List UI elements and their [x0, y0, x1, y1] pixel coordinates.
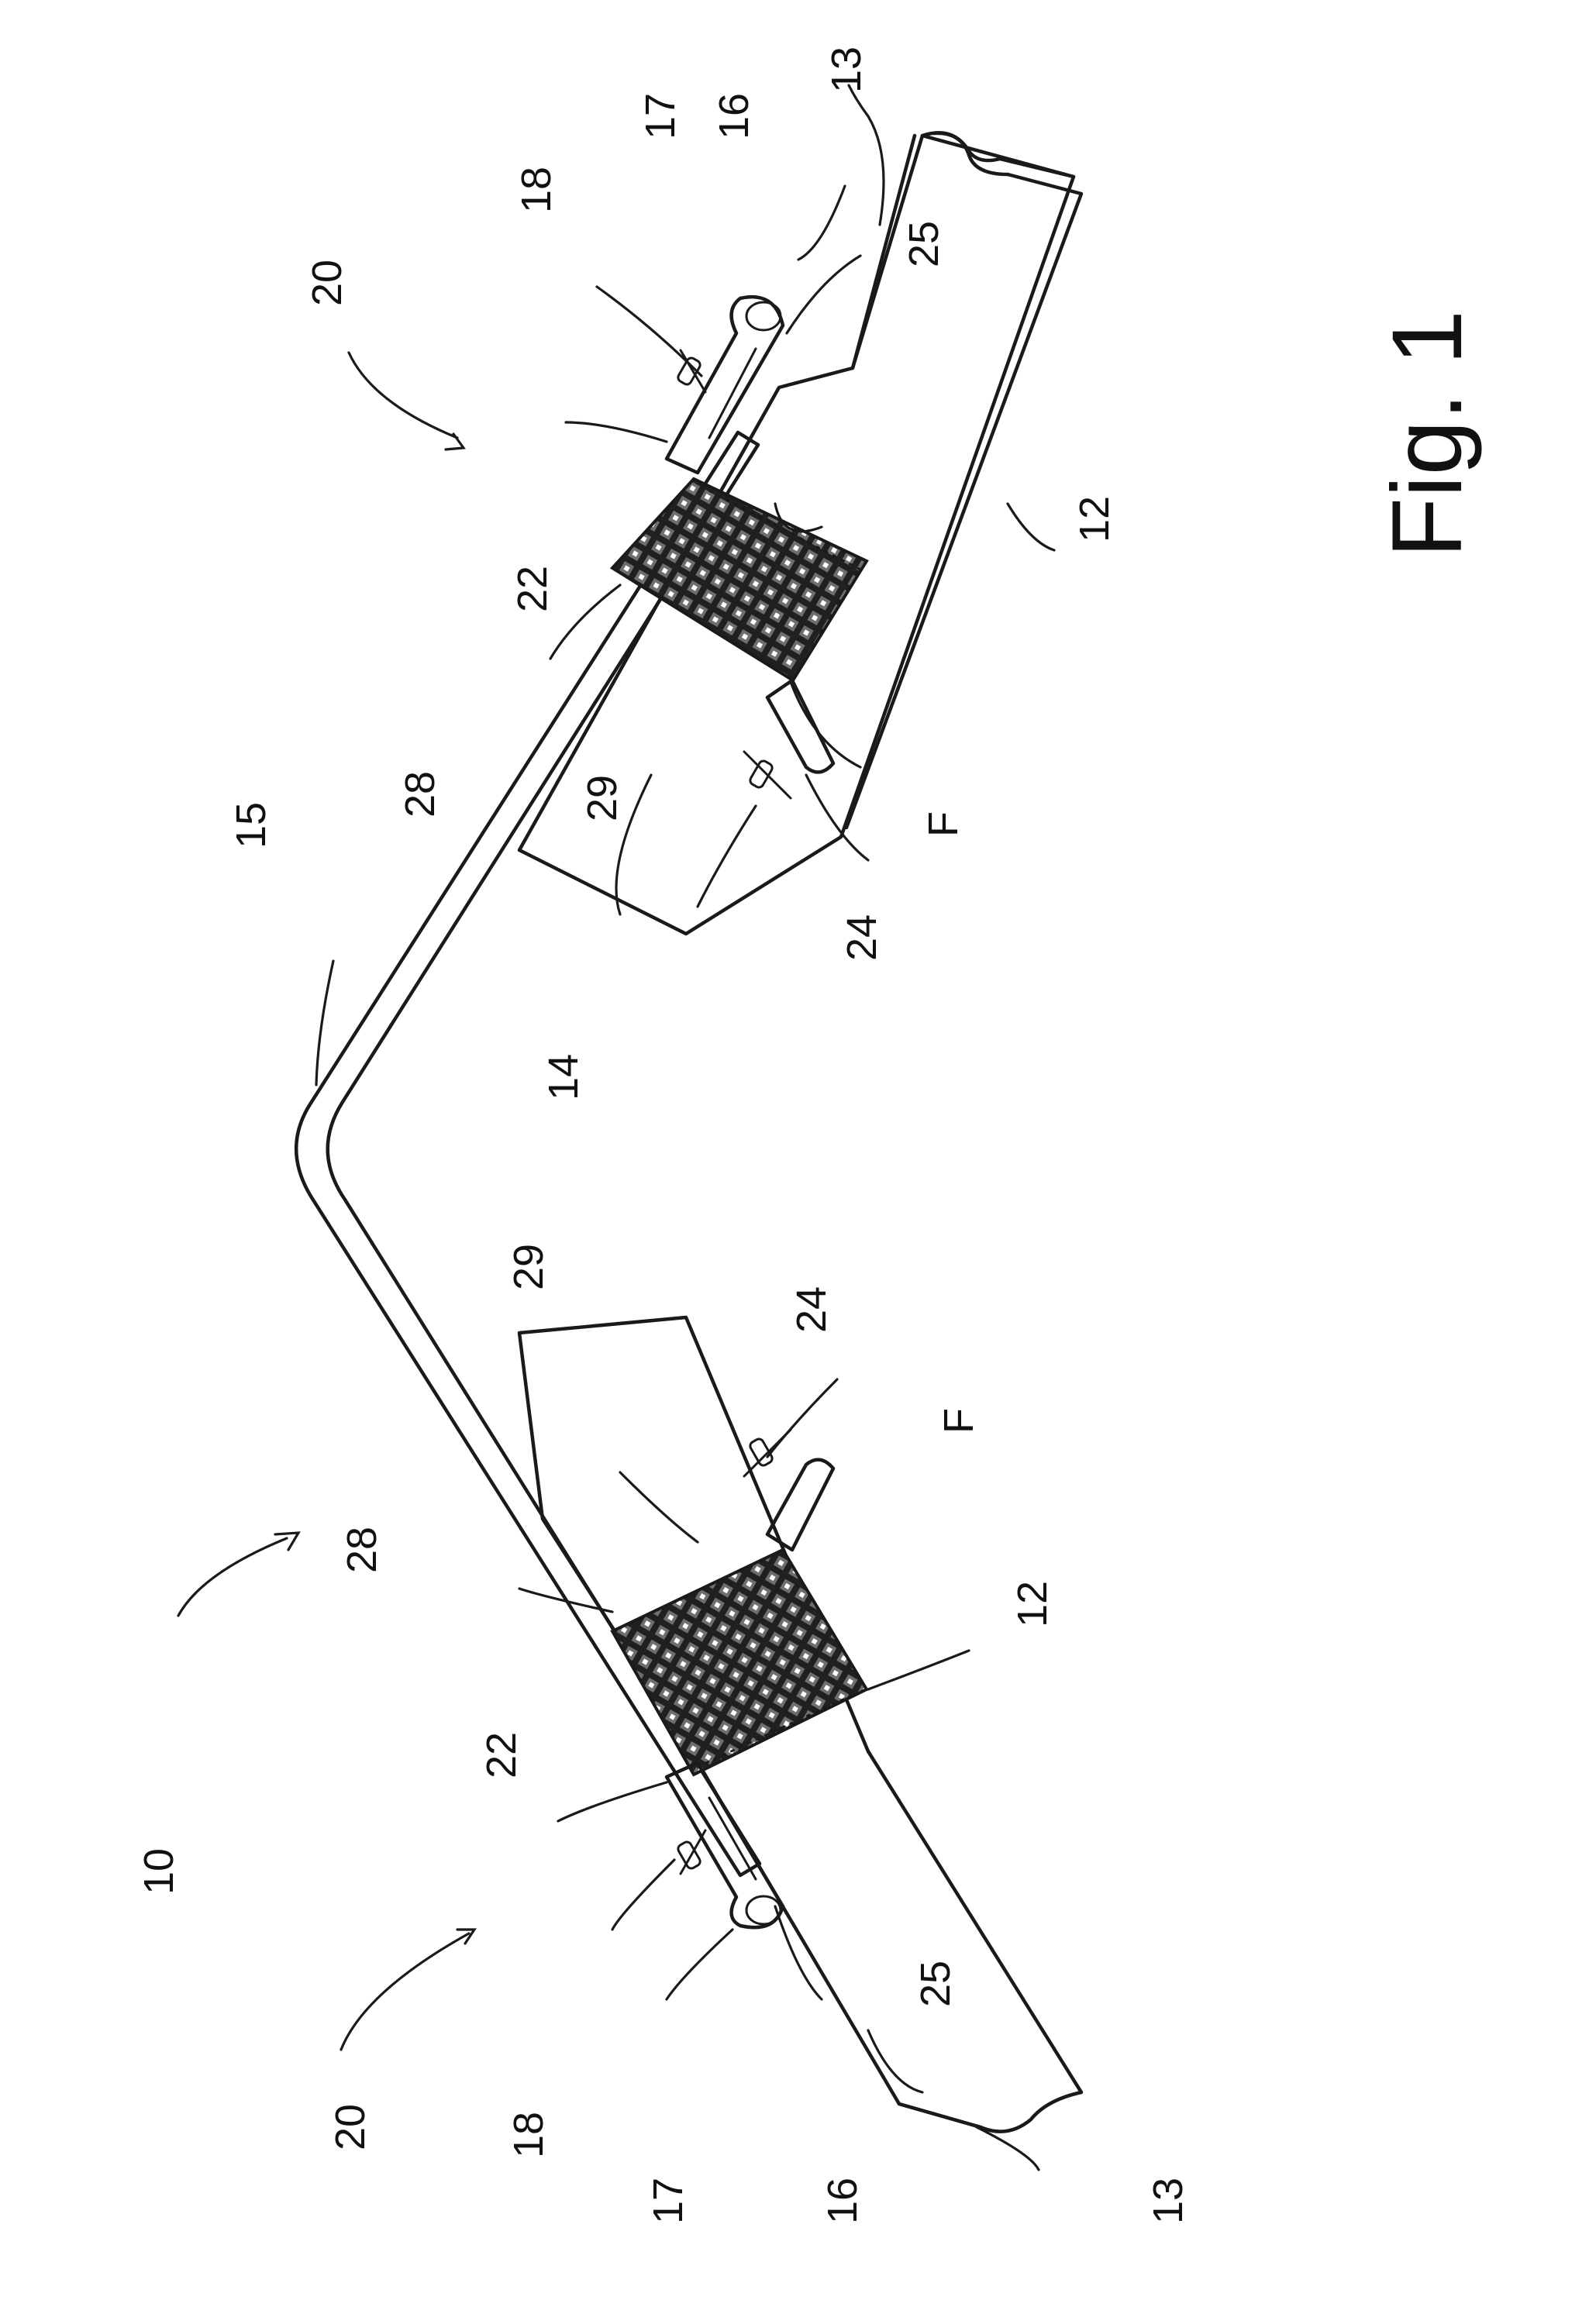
label-F-lower: F: [936, 1408, 982, 1434]
label-F-upper: F: [920, 811, 967, 837]
mesh-strap-upper: [612, 479, 867, 680]
label-20-lower: 20: [327, 2104, 374, 2150]
label-22-upper: 22: [509, 566, 556, 612]
label-18-lower: 18: [505, 2112, 552, 2158]
label-12-upper: 12: [1071, 496, 1118, 542]
label-29-lower: 29: [505, 1244, 552, 1290]
label-22-lower: 22: [478, 1732, 525, 1778]
label-15: 15: [228, 802, 274, 849]
label-10: 10: [136, 1848, 182, 1895]
label-17-lower: 17: [645, 2178, 691, 2224]
label-29-upper: 29: [579, 775, 626, 821]
label-12-lower: 12: [1009, 1581, 1056, 1627]
label-28-lower: 28: [339, 1527, 385, 1573]
label-17-upper: 17: [637, 93, 684, 139]
figure-caption: Fig. 1: [1372, 310, 1483, 558]
fastener-upper-24: [744, 680, 833, 798]
label-18-upper: 18: [513, 167, 560, 213]
label-25-upper: 25: [901, 221, 947, 267]
wheel-body-lower: [519, 1317, 1081, 2132]
label-20-upper: 20: [304, 260, 350, 306]
buckle-upper: [667, 297, 783, 473]
label-24-lower: 24: [788, 1286, 835, 1333]
reference-labels: 20 18 17 16 13 25 22 12 28 29 F 15 24 14…: [136, 46, 1191, 2224]
label-13-upper: 13: [823, 46, 870, 93]
label-16-lower: 16: [819, 2178, 866, 2224]
leader-lines: [178, 85, 1054, 2170]
label-28-upper: 28: [397, 771, 443, 818]
label-25-lower: 25: [912, 1961, 959, 2007]
label-13-lower: 13: [1145, 2178, 1191, 2224]
label-16-upper: 16: [711, 93, 757, 139]
label-24-upper: 24: [839, 914, 885, 961]
label-14-upper: 14: [540, 1054, 587, 1100]
mesh-strap-lower: [612, 1550, 867, 1775]
